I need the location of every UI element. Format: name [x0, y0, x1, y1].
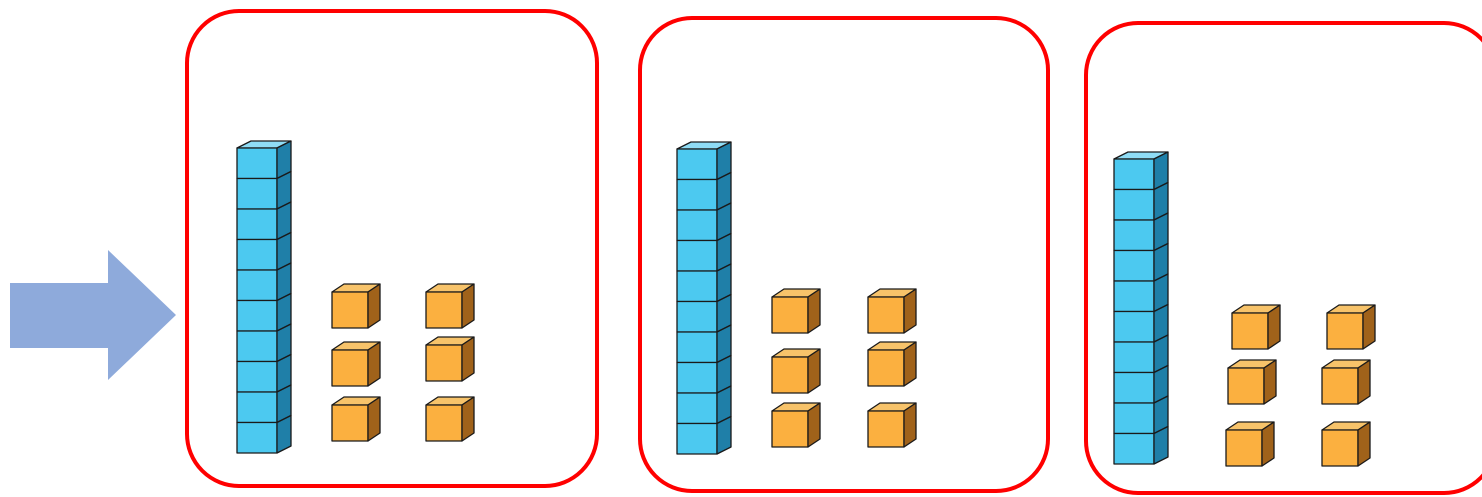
unit-cube: [1232, 305, 1280, 349]
unit-cube: [426, 284, 474, 328]
unit-cube: [868, 289, 916, 333]
rod-unit-front: [677, 363, 717, 394]
cube-side-face: [1363, 305, 1375, 349]
cube-side-face: [808, 349, 820, 393]
cube-side-face: [462, 337, 474, 381]
unit-cube: [332, 342, 380, 386]
rod-unit-front: [237, 240, 277, 271]
unit-cube: [1228, 360, 1276, 404]
rod-unit-side: [277, 416, 291, 454]
cube-front-face: [1232, 313, 1268, 349]
rod-unit-front: [1114, 159, 1154, 190]
unit-cube: [426, 397, 474, 441]
cube-front-face: [868, 297, 904, 333]
rod-unit-front: [237, 331, 277, 362]
cube-front-face: [772, 357, 808, 393]
unit-cube: [1322, 360, 1370, 404]
rod-unit-front: [1114, 373, 1154, 404]
rod-unit-front: [237, 392, 277, 423]
unit-cube: [1322, 422, 1370, 466]
cube-front-face: [1228, 368, 1264, 404]
unit-cube: [868, 342, 916, 386]
cube-front-face: [426, 345, 462, 381]
cube-front-face: [772, 297, 808, 333]
unit-cube: [868, 403, 916, 447]
unit-cube: [772, 349, 820, 393]
rod-unit-front: [1114, 342, 1154, 373]
cube-side-face: [1268, 305, 1280, 349]
rod-unit-front: [237, 301, 277, 332]
cube-front-face: [1226, 430, 1262, 466]
cube-side-face: [904, 403, 916, 447]
unit-cube: [772, 289, 820, 333]
rod-unit-front: [677, 393, 717, 424]
cube-side-face: [1264, 360, 1276, 404]
cube-side-face: [462, 284, 474, 328]
unit-cube: [1226, 422, 1274, 466]
rod-unit-front: [1114, 403, 1154, 434]
cube-front-face: [332, 405, 368, 441]
ten-rod: [237, 141, 291, 453]
rod-unit-front: [1114, 190, 1154, 221]
rod-unit-front: [677, 180, 717, 211]
ten-rod: [677, 142, 731, 454]
cube-front-face: [1322, 430, 1358, 466]
rod-unit-front: [1114, 251, 1154, 282]
unit-cube: [332, 284, 380, 328]
rod-unit-side: [717, 417, 731, 455]
rod-unit-front: [1114, 281, 1154, 312]
cube-side-face: [368, 284, 380, 328]
rod-unit-front: [237, 179, 277, 210]
rod-unit-front: [677, 302, 717, 333]
cube-side-face: [904, 289, 916, 333]
rod-unit-front: [237, 423, 277, 454]
cube-front-face: [1322, 368, 1358, 404]
cube-front-face: [772, 411, 808, 447]
cube-side-face: [1358, 360, 1370, 404]
cube-side-face: [808, 403, 820, 447]
rod-unit-front: [1114, 312, 1154, 343]
group-2-blocks: [677, 142, 916, 454]
rod-unit-front: [1114, 434, 1154, 465]
cube-front-face: [426, 292, 462, 328]
cube-front-face: [332, 350, 368, 386]
group-1-blocks: [237, 141, 474, 453]
cube-side-face: [904, 342, 916, 386]
rod-unit-front: [237, 362, 277, 393]
cube-side-face: [462, 397, 474, 441]
rod-unit-side: [1154, 427, 1168, 465]
unit-cube: [332, 397, 380, 441]
cube-side-face: [368, 342, 380, 386]
cube-front-face: [868, 350, 904, 386]
unit-cube: [772, 403, 820, 447]
cube-front-face: [332, 292, 368, 328]
cube-side-face: [1262, 422, 1274, 466]
rod-unit-front: [237, 270, 277, 301]
rod-unit-front: [237, 209, 277, 240]
unit-cube: [426, 337, 474, 381]
rod-unit-front: [677, 241, 717, 272]
rod-unit-front: [677, 210, 717, 241]
rod-unit-front: [677, 332, 717, 363]
cube-front-face: [868, 411, 904, 447]
cube-side-face: [1358, 422, 1370, 466]
ten-rod: [1114, 152, 1168, 464]
cube-side-face: [808, 289, 820, 333]
rod-unit-front: [237, 148, 277, 179]
cube-front-face: [1327, 313, 1363, 349]
cube-side-face: [368, 397, 380, 441]
rod-unit-front: [677, 271, 717, 302]
cube-front-face: [426, 405, 462, 441]
rod-unit-front: [677, 149, 717, 180]
unit-cube: [1327, 305, 1375, 349]
right-arrow-icon: [10, 250, 176, 380]
group-3-blocks: [1114, 152, 1375, 466]
rod-unit-front: [1114, 220, 1154, 251]
rod-unit-front: [677, 424, 717, 455]
